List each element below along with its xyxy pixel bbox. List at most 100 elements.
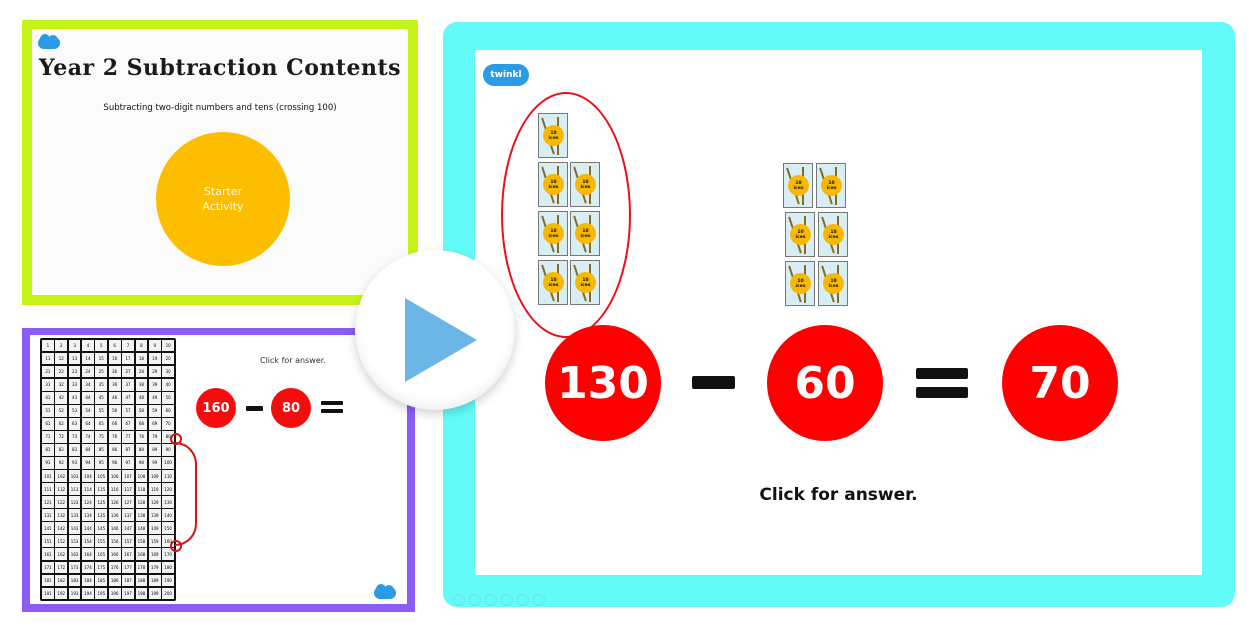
- grid-cell: 158: [135, 535, 148, 547]
- grid-cell: 48: [135, 392, 148, 404]
- grid-cell: 98: [135, 457, 148, 469]
- minuend: 130: [557, 357, 649, 409]
- grid-cell: 91: [42, 457, 54, 469]
- grid-cell: 10: [162, 340, 174, 352]
- click-for-answer-text[interactable]: Click for answer.: [759, 485, 918, 505]
- grid-cell: 143: [68, 522, 81, 534]
- grid-cell: 103: [68, 470, 81, 482]
- grid-cell: 148: [135, 522, 148, 534]
- number-circle-answer[interactable]: 70: [1002, 325, 1118, 441]
- grid-cell: 195: [95, 587, 108, 599]
- grid-cell: 81: [42, 444, 54, 456]
- grid-cell: 90: [162, 444, 174, 456]
- grid-cell: 44: [82, 392, 94, 404]
- grid-cell: 182: [55, 574, 68, 586]
- grid-cell: 101: [42, 470, 54, 482]
- grid-cell: 82: [55, 444, 68, 456]
- grid-cell: 58: [135, 405, 148, 417]
- play-icon: [405, 298, 477, 382]
- grid-cell: 69: [148, 418, 161, 430]
- grid-cell: 9: [148, 340, 161, 352]
- grid-cell: 137: [122, 509, 134, 521]
- grid-cell: 37: [122, 379, 134, 391]
- grid-cell: 106: [108, 470, 121, 482]
- grid-cell: 138: [135, 509, 148, 521]
- grid-cell: 193: [68, 587, 81, 599]
- number-circle-subtrahend: 60: [767, 325, 883, 441]
- grid-cell: 147: [122, 522, 134, 534]
- grid-cell: 4: [82, 340, 94, 352]
- grid-cell: 157: [122, 535, 134, 547]
- grid-cell: 6: [108, 340, 121, 352]
- menu-icon[interactable]: [517, 594, 529, 606]
- grid-cell: 121: [42, 496, 54, 508]
- grid-cell: 122: [55, 496, 68, 508]
- grid-cell: 8: [135, 340, 148, 352]
- starter-activity-button[interactable]: Starter Activity: [156, 132, 290, 266]
- starter-label-line2: Activity: [202, 200, 244, 213]
- play-button[interactable]: [355, 250, 515, 410]
- grid-cell: 116: [108, 483, 121, 495]
- grid-cell: 39: [148, 379, 161, 391]
- grid-cell: 96: [108, 457, 121, 469]
- grid-cell: 114: [82, 483, 94, 495]
- grid-cell: 76: [108, 431, 121, 443]
- grid-cell: 126: [108, 496, 121, 508]
- grid-cell: 134: [82, 509, 94, 521]
- grid-cell: 180: [162, 561, 174, 573]
- grid-cell: 22: [55, 366, 68, 378]
- grid-cell: 136: [108, 509, 121, 521]
- grid-cell: 140: [162, 509, 174, 521]
- answer: 70: [1029, 357, 1091, 409]
- grid-cell: 11: [42, 353, 54, 365]
- grid-cell: 120: [162, 483, 174, 495]
- next-icon[interactable]: [533, 594, 545, 606]
- grid-cell: 124: [82, 496, 94, 508]
- grid-cell: 12: [55, 353, 68, 365]
- grid-cell: 102: [55, 470, 68, 482]
- grid-cell: 95: [95, 457, 108, 469]
- prev-icon[interactable]: [453, 594, 465, 606]
- grid-cell: 42: [55, 392, 68, 404]
- twinkl-logo-icon: twinkl: [483, 58, 529, 86]
- grid-cell: 109: [148, 470, 161, 482]
- grid-cell: 115: [95, 483, 108, 495]
- grid-cell: 135: [95, 509, 108, 521]
- grid-cell: 65: [95, 418, 108, 430]
- grid-cell: 43: [68, 392, 81, 404]
- grid-cell: 57: [122, 405, 134, 417]
- pointer-icon[interactable]: [485, 594, 497, 606]
- grid-cell: 159: [148, 535, 161, 547]
- grid-cell: 27: [122, 366, 134, 378]
- grid-cell: 20: [162, 353, 174, 365]
- grid-cell: 169: [148, 548, 161, 560]
- slideshow-toolbar[interactable]: [453, 594, 545, 606]
- grid-cell: 165: [95, 548, 108, 560]
- grid-cell: 100: [162, 457, 174, 469]
- grid-cell: 125: [95, 496, 108, 508]
- logo-text: twinkl: [490, 70, 522, 80]
- grid-cell: 60: [162, 405, 174, 417]
- slide-canvas: Year 2 Subtraction Contents Subtracting …: [32, 29, 408, 295]
- search-icon[interactable]: [501, 594, 513, 606]
- grid-cell: 45: [95, 392, 108, 404]
- slide-thumbnail-contents[interactable]: Year 2 Subtraction Contents Subtracting …: [22, 20, 418, 305]
- grid-cell: 67: [122, 418, 134, 430]
- grid-cell: 181: [42, 574, 54, 586]
- grid-cell: 15: [95, 353, 108, 365]
- pen-icon[interactable]: [469, 594, 481, 606]
- grid-cell: 55: [95, 405, 108, 417]
- grid-cell: 52: [55, 405, 68, 417]
- click-for-answer-text[interactable]: Click for answer.: [260, 356, 326, 365]
- grid-cell: 34: [82, 379, 94, 391]
- grid-cell: 152: [55, 535, 68, 547]
- grid-cell: 184: [82, 574, 94, 586]
